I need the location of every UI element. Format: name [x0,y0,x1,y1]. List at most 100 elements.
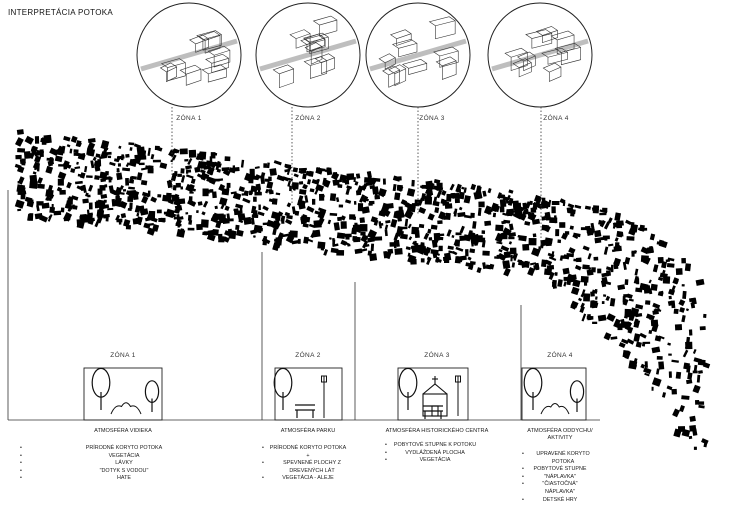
building-footprint [584,205,591,210]
sketch-building [388,64,407,87]
building-footprint [662,276,671,284]
building-footprint [184,159,189,162]
building-footprint [196,210,199,214]
zone-3-items: POBYTOVÉ STUPNE K POTOKU VYDLÁŽDENÁ PLOC… [385,442,485,465]
building-footprint [243,190,249,197]
building-footprint [346,185,352,190]
building-footprint [63,135,71,142]
building-footprint [621,338,629,345]
building-footprint [188,149,197,158]
building-footprint [185,212,189,215]
building-footprint [361,206,370,214]
building-footprint [512,253,518,260]
building-footprint [222,169,231,176]
building-footprint [305,237,314,243]
building-footprint [362,240,369,249]
building-footprint [428,237,433,241]
building-footprint [88,202,93,210]
building-footprint [216,160,221,165]
building-footprint [21,158,26,166]
building-footprint [543,224,551,233]
diagram-title: INTERPRETÁCIA POTOKA [8,8,113,17]
building-footprint [617,231,624,237]
building-footprint [200,172,208,181]
building-footprint [649,233,656,241]
building-footprint [86,175,93,179]
building-footprint [319,168,326,172]
building-footprint [249,175,258,181]
tree-icon [273,367,293,410]
building-footprint [677,325,681,331]
building-footprint [587,314,592,321]
building-footprint [614,212,622,222]
building-footprint [509,247,517,255]
building-footprint [15,137,24,147]
building-footprint [24,135,34,145]
building-footprint [157,194,162,198]
building-footprint [118,145,122,149]
building-footprint [392,184,397,192]
building-footprint [580,292,585,298]
building-footprint [332,243,339,247]
building-footprint [339,232,345,238]
building-footprint [594,289,598,294]
building-footprint [567,203,575,209]
building-footprint [469,248,476,254]
building-footprint [135,217,139,223]
building-footprint [31,146,36,151]
zone-1-atmosphere: ATMOSFÉRA VIDIEKA [94,428,152,435]
building-footprint [651,346,661,354]
building-footprint [548,271,555,280]
building-footprint [648,330,653,334]
building-footprint [566,252,574,258]
building-footprint [661,392,667,398]
atmosphere-line: ATMOSFÉRA ODDYCHU/ [527,428,593,434]
building-footprint [29,174,38,183]
tree-crown [523,367,543,398]
vignette-frame [487,2,593,108]
building-footprint [100,193,108,199]
building-footprint [568,247,576,254]
list-item: POBYTOVÉ STUPNE K POTOKU [385,442,485,450]
building-footprint [353,200,357,205]
sketch-building [207,45,231,68]
building-footprint [617,323,623,331]
building-footprint [642,256,651,265]
building-footprint [235,224,240,231]
building-footprint [308,223,315,228]
building-footprint [240,159,245,168]
building-footprint [551,251,555,259]
building-footprint [392,175,401,182]
building-footprint [340,239,348,246]
building-footprint [624,279,629,286]
building-footprint [67,196,74,202]
zone-2-atmosphere: ATMOSFÉRA PARKU [281,428,336,435]
building-footprint [179,148,188,155]
building-footprint [626,236,635,241]
list-item: "NÁPLAVKA" [522,474,598,482]
building-footprint [420,246,427,254]
building-footprint [257,211,265,217]
building-footprint [242,197,251,204]
building-footprint [592,205,600,214]
building-footprint [140,179,148,186]
building-footprint [265,188,269,194]
building-footprint [468,230,473,235]
building-footprint [404,218,409,227]
building-footprint [62,160,70,168]
building-footprint [697,370,703,374]
building-footprint [195,153,201,161]
building-footprint [681,257,686,264]
building-footprint [175,218,182,226]
building-footprint [481,230,486,234]
building-footprint [297,238,301,244]
building-footprint [34,155,42,163]
building-footprint [548,199,552,208]
building-footprint [217,233,223,239]
building-footprint [311,179,320,185]
building-footprint [657,292,664,297]
building-footprint [603,294,607,297]
building-footprint [362,185,367,190]
building-footprint [271,198,278,205]
building-footprint [268,176,272,182]
